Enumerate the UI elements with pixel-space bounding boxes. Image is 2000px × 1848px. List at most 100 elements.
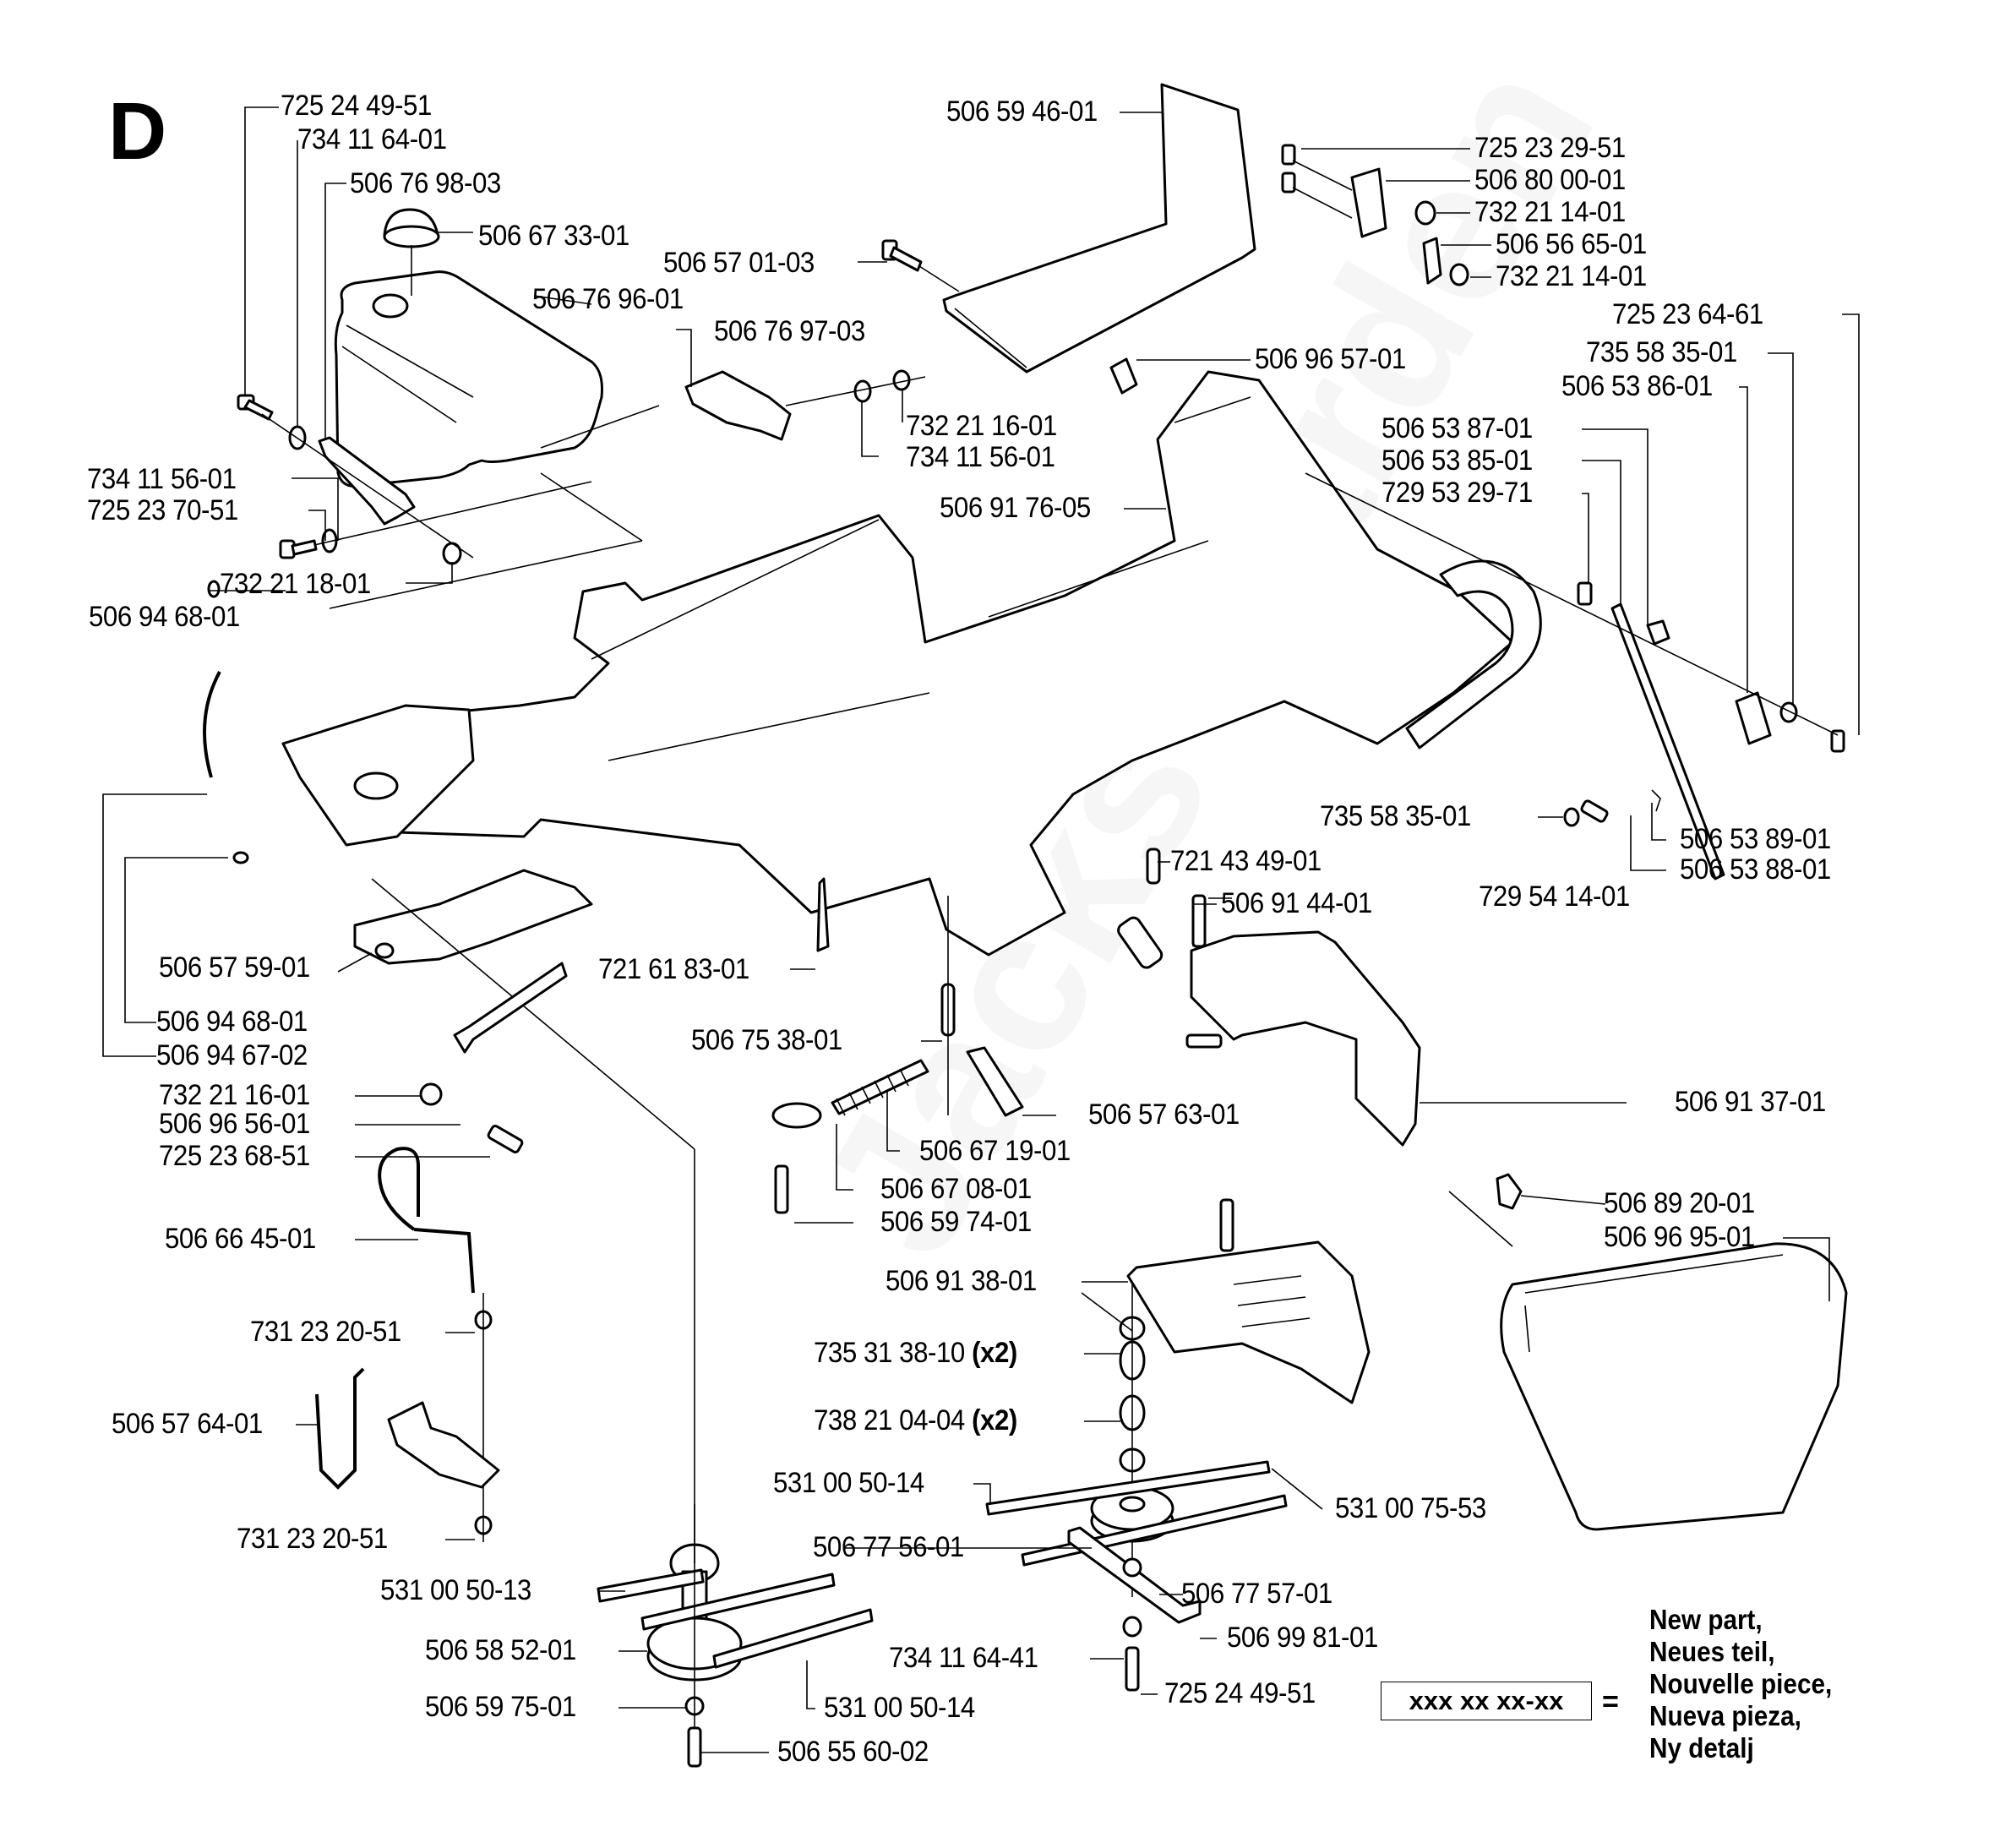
part-label: 729 54 14-01 bbox=[1479, 880, 1630, 913]
clip-506-56-65-01 bbox=[1422, 237, 1442, 285]
link-plate-506-67-08-01 bbox=[771, 1102, 822, 1129]
part-label: 506 57 63-01 bbox=[1088, 1098, 1240, 1131]
bracket-506-96-56-01 bbox=[453, 962, 568, 1054]
washer-735-58-35-01-top bbox=[1779, 701, 1798, 723]
legend-line-sv: Ny detalj bbox=[1649, 1732, 1754, 1764]
part-label: 506 76 97-03 bbox=[714, 315, 865, 347]
part-label: 735 58 35-01 bbox=[1586, 336, 1737, 368]
spring-clip-506-53-89-01 bbox=[1651, 789, 1661, 812]
bracket-506-80-00-01 bbox=[1350, 167, 1387, 238]
screw-729-54-14-01 bbox=[1191, 894, 1207, 948]
spacer-506-53-88-01 bbox=[1580, 799, 1609, 823]
part-label: 531 00 50-13 bbox=[380, 1574, 531, 1606]
part-label: 506 77 57-01 bbox=[1181, 1578, 1332, 1610]
screw-belt-cover-side bbox=[1185, 1033, 1223, 1049]
part-label: 506 99 81-01 bbox=[1227, 1622, 1378, 1654]
part-label: 506 59 46-01 bbox=[946, 95, 1098, 128]
pin-721-43-49-01 bbox=[1146, 848, 1161, 885]
clip-721-61-83-01 bbox=[816, 877, 830, 952]
part-label: 506 57 64-01 bbox=[112, 1408, 263, 1440]
belt-cover-506-91-37-01 bbox=[1190, 930, 1421, 1147]
bolt-729-53-29-71 bbox=[1577, 581, 1593, 606]
nut-732-21-18-01 bbox=[442, 542, 462, 565]
part-label: 506 67 33-01 bbox=[478, 220, 629, 252]
new-part-legend-box: xxx xx xx-xx bbox=[1381, 1682, 1592, 1720]
chute-506-91-38-01 bbox=[1126, 1240, 1371, 1404]
part-label: 506 76 96-01 bbox=[532, 283, 684, 315]
leader-lines bbox=[102, 106, 1860, 1753]
part-label: 506 59 74-01 bbox=[880, 1206, 1032, 1238]
clamp-506-94-68-01-top bbox=[207, 580, 221, 598]
lower-bracket-mirror bbox=[387, 1401, 500, 1489]
part-label: 734 11 56-01 bbox=[87, 463, 237, 495]
part-label: 721 43 49-01 bbox=[1170, 845, 1322, 877]
belt-link bbox=[640, 1573, 836, 1631]
part-number: 738 21 04-04 bbox=[814, 1404, 965, 1436]
bracket-506-53-86-01 bbox=[1735, 691, 1772, 745]
part-label: 725 23 70-51 bbox=[87, 494, 238, 526]
part-label: 732 21 18-01 bbox=[220, 568, 371, 600]
bolt-725-23-64-61 bbox=[1830, 729, 1845, 753]
part-label: 506 67 08-01 bbox=[880, 1173, 1032, 1205]
part-label: 506 94 68-01 bbox=[156, 1006, 308, 1038]
part-label: 725 24 49-51 bbox=[281, 90, 432, 122]
legend-line-de: Neues teil, bbox=[1649, 1636, 1775, 1667]
left-chassis-plate bbox=[281, 704, 475, 847]
clamp-506-94-68-01-bottom bbox=[232, 851, 249, 864]
washer-506-77-57-01 bbox=[1122, 1557, 1142, 1578]
part-label: 506 91 38-01 bbox=[886, 1265, 1037, 1297]
bolt-506-59-74-01 bbox=[774, 1164, 789, 1214]
bracket-506-57-63-01 bbox=[966, 1046, 1024, 1117]
main-frame bbox=[281, 370, 1514, 957]
bolt-725-24-49-51-bottom bbox=[1125, 1646, 1140, 1692]
part-label: 506 53 88-01 bbox=[1680, 853, 1831, 886]
part-label: 506 76 98-03 bbox=[350, 167, 501, 199]
bolt-725-23-29-51 bbox=[1281, 144, 1296, 194]
part-label: 506 55 60-02 bbox=[777, 1736, 929, 1768]
lower-bracket-506-57-59-01 bbox=[353, 869, 593, 965]
side-cover-506-96-95-01 bbox=[1500, 1242, 1848, 1531]
tank-bracket bbox=[318, 436, 416, 526]
pin-506-91-44-01 bbox=[1117, 916, 1163, 969]
part-label: 506 96 95-01 bbox=[1604, 1221, 1755, 1253]
legend-line-fr: Nouvelle piece, bbox=[1649, 1668, 1833, 1699]
part-label: 731 23 20-51 bbox=[237, 1523, 388, 1555]
fuel-cap bbox=[383, 208, 440, 248]
washer-735-58-35-01-bottom bbox=[1563, 807, 1580, 827]
part-label: 506 56 65-01 bbox=[1496, 228, 1647, 260]
part-label: 721 61 83-01 bbox=[598, 953, 749, 985]
part-label: 725 23 64-61 bbox=[1612, 298, 1763, 330]
belt-531-00-50-14-right bbox=[985, 1460, 1271, 1516]
tank-mount-bracket bbox=[684, 370, 792, 441]
part-label-with-qty: 735 31 38-10 (x2) bbox=[814, 1338, 1017, 1367]
nut-732-21-14-01-a bbox=[1414, 200, 1436, 226]
part-label: 506 77 56-01 bbox=[813, 1531, 964, 1563]
belt-531-00-50-14-left bbox=[712, 1608, 874, 1669]
part-label: 506 66 45-01 bbox=[165, 1223, 316, 1255]
part-label: 531 00 50-14 bbox=[773, 1467, 924, 1499]
legend-equals: = bbox=[1602, 1686, 1619, 1718]
part-label: 506 96 56-01 bbox=[159, 1108, 310, 1140]
rod-506-53-85-01 bbox=[1610, 602, 1725, 880]
fuel-tank bbox=[334, 270, 603, 488]
bolt-725-24-49-51 bbox=[237, 394, 274, 421]
part-label: 506 91 37-01 bbox=[1675, 1086, 1826, 1118]
new-part-legend: New part, Neues teil, Nouvelle piece, Nu… bbox=[1649, 1604, 1832, 1764]
part-label: 734 11 64-41 bbox=[889, 1642, 1038, 1674]
part-label: 506 53 86-01 bbox=[1561, 370, 1713, 402]
part-label: 734 11 56-01 bbox=[906, 441, 1055, 473]
screw-chute bbox=[1219, 1198, 1234, 1252]
part-label: 506 94 68-01 bbox=[89, 601, 240, 633]
legend-line-en: New part, bbox=[1649, 1604, 1763, 1635]
quantity: (x2) bbox=[972, 1404, 1017, 1436]
part-label: 732 21 16-01 bbox=[159, 1079, 310, 1111]
part-label: 506 67 19-01 bbox=[919, 1135, 1071, 1167]
bolt-725-23-70-51 bbox=[279, 539, 318, 559]
part-label: 506 57 59-01 bbox=[159, 951, 310, 984]
part-label: 731 23 20-51 bbox=[250, 1316, 401, 1348]
part-label: 732 21 14-01 bbox=[1474, 196, 1626, 228]
part-label: 531 00 75-53 bbox=[1335, 1492, 1486, 1524]
part-label: 729 53 29-71 bbox=[1381, 477, 1533, 509]
part-label: 725 24 49-51 bbox=[1164, 1677, 1316, 1709]
part-label: 506 57 01-03 bbox=[663, 247, 815, 279]
